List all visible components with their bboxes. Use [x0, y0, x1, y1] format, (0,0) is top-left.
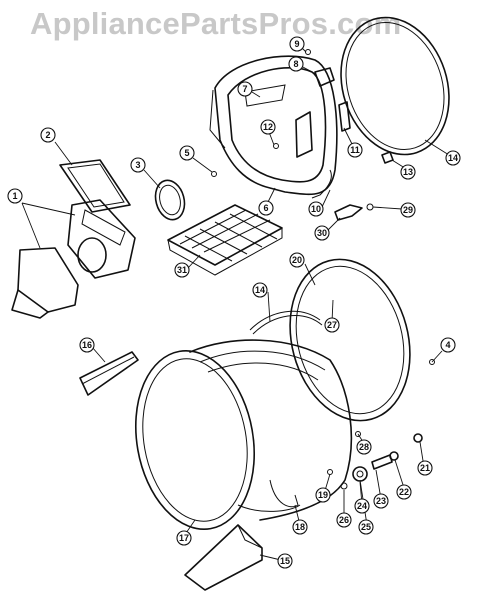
callout-19: 19 [315, 487, 331, 503]
callout-11: 11 [347, 142, 363, 158]
callout-8: 8 [288, 56, 304, 72]
drum-drawing [134, 339, 353, 531]
callout-10: 10 [308, 201, 324, 217]
svg-text:10: 10 [311, 204, 321, 214]
callout-26: 26 [336, 512, 352, 528]
svg-text:12: 12 [263, 122, 273, 132]
svg-text:16: 16 [82, 340, 92, 350]
callout-15: 15 [277, 553, 293, 569]
callout-30: 30 [314, 225, 330, 241]
svg-text:15: 15 [280, 556, 290, 566]
svg-text:21: 21 [420, 463, 430, 473]
svg-text:30: 30 [317, 228, 327, 238]
svg-text:25: 25 [361, 522, 371, 532]
small-parts-top-drawing [305, 49, 394, 221]
front-bulkhead-drawing [289, 258, 411, 422]
svg-text:6: 6 [263, 203, 268, 213]
rear-bulkhead-drawing [209, 55, 338, 196]
callout-16: 16 [79, 337, 95, 353]
watermark-text: AppliancePartsPros.com [30, 6, 402, 41]
drum-baffle-drawing [79, 351, 139, 396]
callout-5: 5 [179, 145, 195, 161]
callout-14-top: 14 [445, 150, 461, 166]
svg-text:19: 19 [318, 490, 328, 500]
drive-belt-drawing [269, 479, 299, 508]
svg-text:13: 13 [403, 167, 413, 177]
svg-text:22: 22 [399, 487, 409, 497]
callout-23: 23 [373, 493, 389, 509]
callout-12: 12 [260, 119, 276, 135]
roller-parts-drawing [211, 143, 435, 490]
callout-22: 22 [396, 484, 412, 500]
svg-text:20: 20 [292, 255, 302, 265]
callout-7: 7 [237, 81, 253, 97]
svg-text:31: 31 [177, 265, 187, 275]
lint-duct-drawing [11, 199, 136, 319]
callout-31: 31 [174, 262, 190, 278]
svg-text:26: 26 [339, 515, 349, 525]
callout-24: 24 [354, 498, 370, 514]
callout-2: 2 [40, 127, 56, 143]
svg-text:14: 14 [255, 285, 265, 295]
callout-14-lower: 14 [252, 282, 268, 298]
svg-text:17: 17 [179, 533, 189, 543]
callout-21: 21 [417, 460, 433, 476]
svg-text:5: 5 [184, 148, 189, 158]
callout-9: 9 [289, 36, 305, 52]
svg-text:3: 3 [135, 160, 140, 170]
drying-rack-drawing [167, 204, 283, 276]
svg-text:11: 11 [350, 145, 360, 155]
svg-text:7: 7 [242, 84, 247, 94]
svg-text:9: 9 [294, 39, 299, 49]
svg-text:23: 23 [376, 496, 386, 506]
svg-text:8: 8 [293, 59, 298, 69]
svg-text:2: 2 [45, 130, 50, 140]
callout-13: 13 [400, 164, 416, 180]
svg-text:1: 1 [12, 191, 17, 201]
callout-4: 4 [440, 337, 456, 353]
callout-6: 6 [258, 200, 274, 216]
callout-17: 17 [176, 530, 192, 546]
svg-text:27: 27 [327, 320, 337, 330]
callout-29: 29 [400, 202, 416, 218]
callout-27: 27 [324, 317, 340, 333]
drum-seal-top-drawing [340, 16, 450, 156]
svg-text:18: 18 [295, 522, 305, 532]
svg-text:24: 24 [357, 501, 367, 511]
callout-28: 28 [356, 439, 372, 455]
lint-screen-drawing [59, 159, 131, 213]
blower-seal-drawing [154, 179, 186, 221]
callout-25: 25 [358, 519, 374, 535]
svg-text:14: 14 [448, 153, 458, 163]
drum-seal-lower-drawing [249, 310, 323, 335]
svg-text:4: 4 [445, 340, 450, 350]
front-glide-drawing [184, 524, 263, 591]
svg-text:29: 29 [403, 205, 413, 215]
callout-1: 1 [7, 188, 23, 204]
leader-lines [21, 46, 450, 562]
callout-20: 20 [289, 252, 305, 268]
callout-18: 18 [292, 519, 308, 535]
callout-3: 3 [130, 157, 146, 173]
svg-text:28: 28 [359, 442, 369, 452]
